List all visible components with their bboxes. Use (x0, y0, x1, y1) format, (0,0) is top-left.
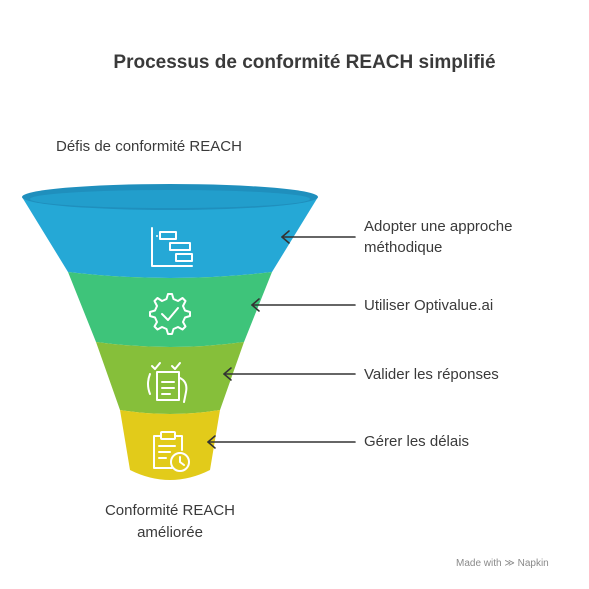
step-label-1: Adopter une approche méthodique (364, 218, 513, 256)
step-label-3: Valider les réponses (364, 366, 499, 383)
napkin-watermark[interactable]: Made with ≫ Napkin (456, 558, 549, 569)
clipboard-clock-icon (153, 431, 190, 472)
step-label-2: Utiliser Optivalue.ai (364, 297, 494, 314)
funnel-section-2 (68, 272, 272, 347)
arrow-step-1 (281, 230, 356, 244)
arrow-step-2 (251, 298, 356, 312)
gear-check-icon (149, 293, 191, 335)
arrow-step-4 (207, 435, 356, 449)
funnel-top-label: Défis de conformité REACH (56, 138, 242, 155)
step-label-4: Gérer les délais (364, 433, 470, 450)
funnel-bottom-label: Conformité REACH améliorée (104, 502, 236, 541)
arrow-step-3 (223, 367, 356, 381)
checklist-hand-icon (147, 362, 188, 403)
diagram-title: Processus de conformité REACH simplifié (113, 52, 496, 73)
gantt-chart-icon (151, 227, 193, 267)
funnel-section-3 (96, 342, 244, 414)
